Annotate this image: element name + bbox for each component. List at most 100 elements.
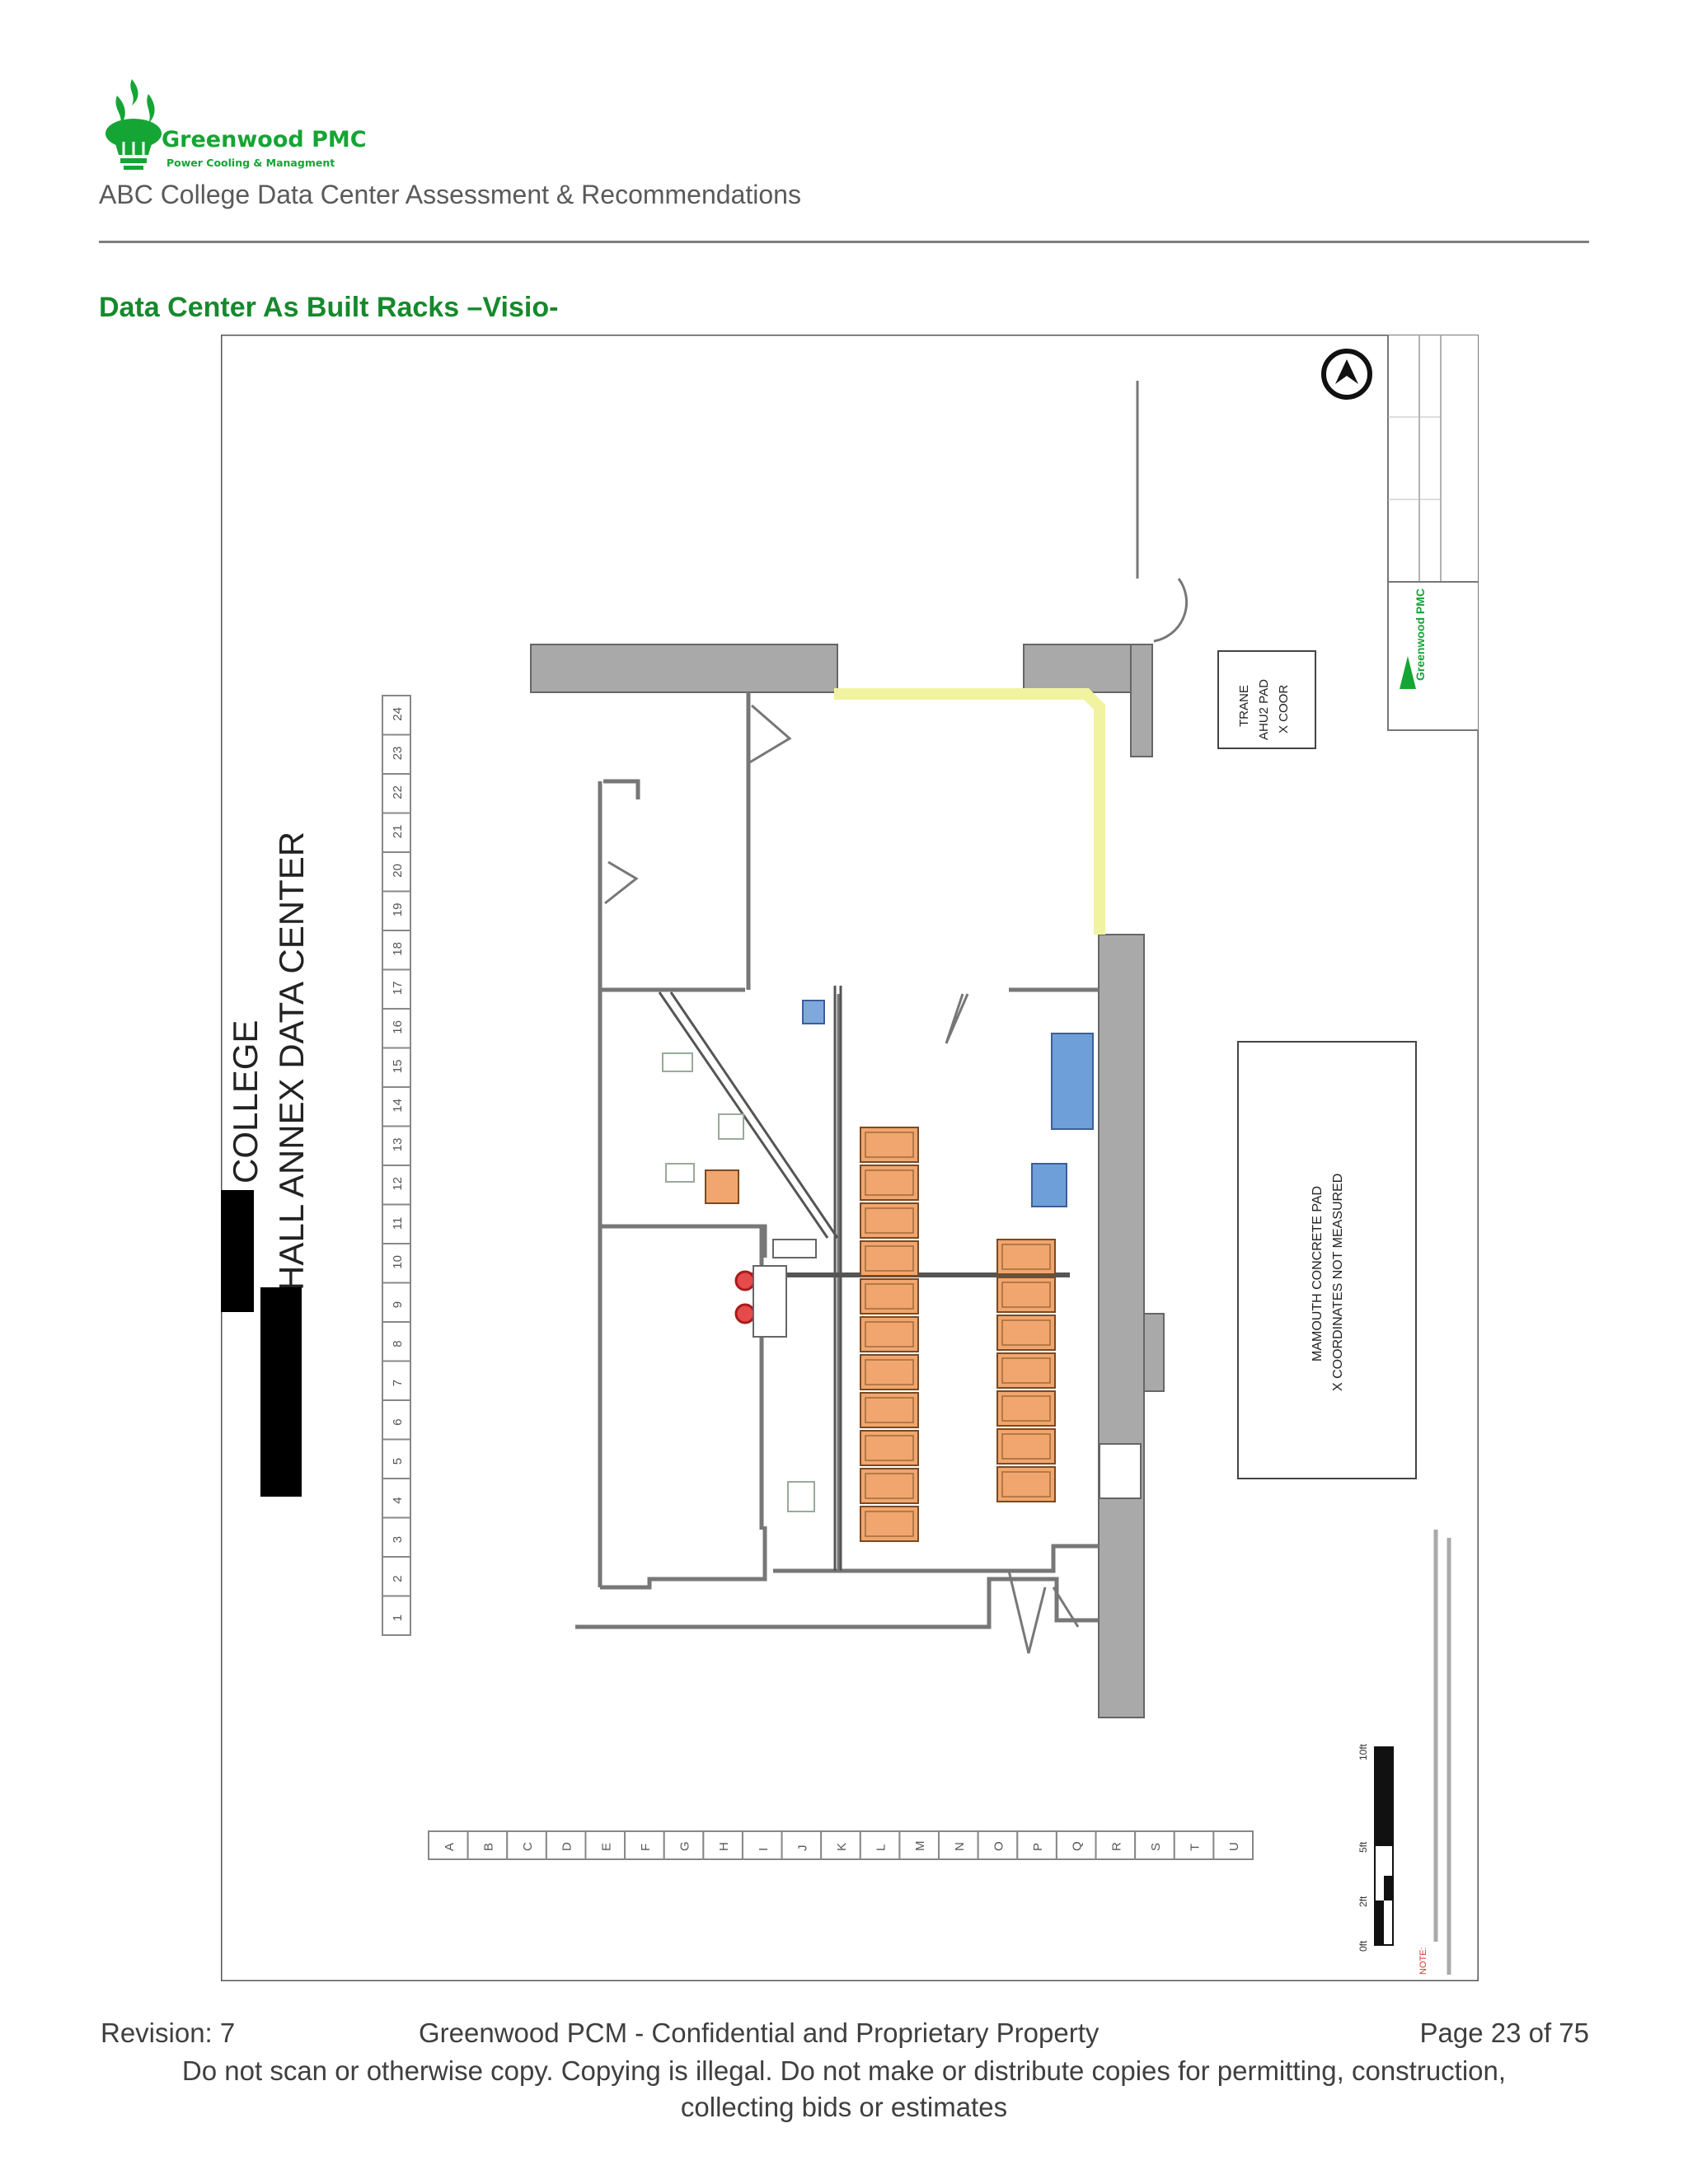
crac-unit xyxy=(1031,1163,1067,1207)
server-rack xyxy=(996,1390,1056,1427)
server-rack xyxy=(860,1278,919,1315)
server-rack-inner xyxy=(1001,1244,1051,1270)
trane-label: TRANE xyxy=(1237,685,1251,727)
row-grid-label: 21 xyxy=(391,825,405,839)
column-grid-cell xyxy=(545,1830,587,1860)
row-grid-cell xyxy=(382,733,411,775)
row-grid-label: 22 xyxy=(391,785,405,799)
column-grid-cell xyxy=(506,1830,547,1860)
server-rack-inner xyxy=(1001,1282,1051,1308)
row-grid-label: 6 xyxy=(391,1418,405,1425)
document-title: ABC College Data Center Assessment & Rec… xyxy=(99,180,801,209)
crac-unit xyxy=(1051,1033,1094,1130)
row-grid-label: 20 xyxy=(391,864,405,878)
server-rack-inner xyxy=(865,1245,914,1272)
header-divider xyxy=(99,241,1589,243)
server-rack-inner xyxy=(865,1511,914,1537)
row-grid-label: 8 xyxy=(391,1340,405,1347)
column-grid-label: H xyxy=(717,1842,731,1851)
column-grid-cell xyxy=(1134,1830,1175,1860)
column-grid-label: S xyxy=(1149,1843,1163,1851)
scale-bar xyxy=(1374,1746,1394,1946)
drawing-title-line1: COLLEGE xyxy=(226,1020,265,1183)
flame-bulb-icon xyxy=(106,79,162,170)
server-rack-inner xyxy=(865,1397,914,1423)
server-rack xyxy=(996,1277,1056,1313)
column-grid-cell xyxy=(1173,1830,1215,1860)
row-grid-label: 18 xyxy=(391,942,405,956)
column-grid-label: D xyxy=(560,1842,574,1851)
redaction-box xyxy=(260,1287,302,1497)
company-name: Greenwood PMC xyxy=(162,127,367,152)
redaction-box xyxy=(221,1190,254,1312)
server-rack-inner xyxy=(1001,1471,1051,1497)
column-grid-label: U xyxy=(1227,1842,1241,1851)
row-grid-cell xyxy=(382,1203,411,1244)
trane-label: AHU2 PAD xyxy=(1257,679,1271,740)
concrete-pad xyxy=(1237,1041,1417,1479)
revision: Revision: 7 xyxy=(101,2018,236,2048)
column-grid-label: A xyxy=(443,1843,457,1851)
column-grid-label: N xyxy=(953,1842,967,1851)
column-grid-label: M xyxy=(913,1841,927,1852)
server-rack xyxy=(996,1239,1056,1275)
row-grid-label: 3 xyxy=(391,1536,405,1543)
server-rack-inner xyxy=(865,1473,914,1499)
row-grid-label: 10 xyxy=(391,1255,405,1269)
copy-notice: collecting bids or estimates xyxy=(680,2092,1008,2122)
column-grid-cell xyxy=(741,1830,783,1860)
column-grid-cell xyxy=(624,1830,665,1860)
column-grid-label: C xyxy=(521,1842,535,1851)
server-rack xyxy=(860,1392,919,1428)
row-grid-cell xyxy=(382,1360,411,1401)
scale-label: 5ft xyxy=(1357,1841,1369,1853)
column-grid-cell xyxy=(898,1830,940,1860)
column-grid-label: J xyxy=(795,1845,809,1852)
trane-label: X COOR xyxy=(1277,685,1291,733)
row-grid-cell xyxy=(382,968,411,1010)
fire-extinguisher-icon xyxy=(734,1303,756,1324)
confidential-notice: Greenwood PCM - Confidential and Proprie… xyxy=(419,2018,1100,2048)
server-rack xyxy=(860,1468,919,1504)
row-grid-label: 16 xyxy=(391,1020,405,1034)
column-grid-label: E xyxy=(599,1843,613,1851)
rack-group xyxy=(860,1127,1056,1542)
server-rack xyxy=(860,1316,919,1352)
server-rack xyxy=(996,1352,1056,1389)
row-grid-cell xyxy=(382,851,411,893)
row-grid-cell xyxy=(382,1321,411,1362)
row-grid-label: 24 xyxy=(391,707,405,721)
server-rack-inner xyxy=(865,1359,914,1385)
concrete-label: MAMOUTH CONCRETE PAD xyxy=(1311,1186,1325,1361)
column-grid-cell xyxy=(781,1830,823,1860)
column-grid-label: F xyxy=(639,1844,653,1851)
server-rack-inner xyxy=(865,1435,914,1461)
row-grid-label: 7 xyxy=(391,1380,405,1386)
server-rack xyxy=(860,1354,919,1390)
row-grid-label: 14 xyxy=(391,1099,405,1113)
server-rack xyxy=(860,1202,919,1239)
walls xyxy=(530,644,1165,1718)
copy-notice: Do not scan or otherwise copy. Copying i… xyxy=(181,2055,1507,2086)
server-rack-inner xyxy=(865,1321,914,1347)
concrete-label: X COORDINATES NOT MEASURED xyxy=(1331,1174,1345,1391)
server-rack-inner xyxy=(865,1283,914,1310)
column-grid-cell xyxy=(1212,1830,1254,1860)
server-rack xyxy=(860,1127,919,1163)
column-grid-label: O xyxy=(992,1841,1006,1851)
column-grid-label: P xyxy=(1031,1843,1045,1851)
row-grid-label: 19 xyxy=(391,903,405,917)
scale-label: 2ft xyxy=(1357,1896,1369,1907)
row-grid-label: 2 xyxy=(391,1575,405,1582)
column-grid-label: B xyxy=(481,1843,495,1851)
drawing-title-line2: HALL ANNEX DATA CENTER xyxy=(272,832,311,1291)
row-grid-cell xyxy=(382,695,411,736)
server-rack xyxy=(860,1430,919,1466)
equipment-labels xyxy=(662,1052,815,1512)
row-grid-label: 1 xyxy=(391,1615,405,1621)
server-rack-inner xyxy=(1001,1433,1051,1460)
column-grid-label: G xyxy=(678,1841,692,1851)
row-grid-label: 9 xyxy=(391,1301,405,1308)
server-rack xyxy=(996,1466,1056,1502)
